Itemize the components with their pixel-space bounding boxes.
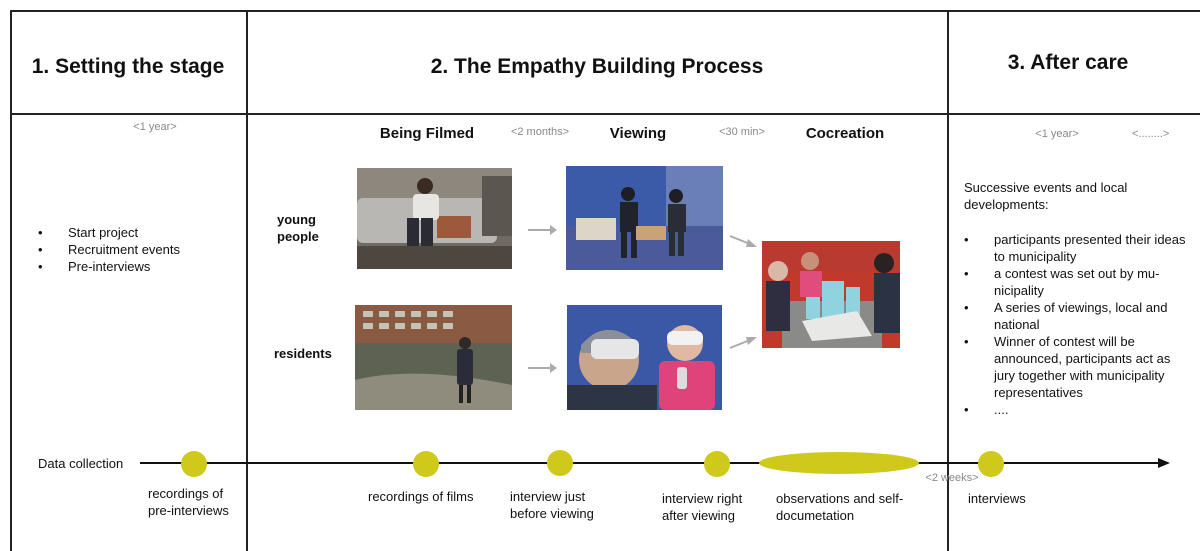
duration-aftercare: <1 year> xyxy=(1035,128,1079,140)
column-divider-2 xyxy=(947,10,949,551)
timeline-label-interviews: interviews xyxy=(968,491,1026,506)
timeline-label: Data collection xyxy=(38,456,124,471)
timeline-label-after-viewing: interview right after viewing xyxy=(662,491,743,523)
header-after-care: 3. After care xyxy=(1007,51,1129,74)
duration-viewing-to-cocreation: <30 min> xyxy=(719,126,765,138)
photo-young-person-filmed xyxy=(357,168,512,269)
setup-activity-list: Start project Recruitment events Pre-int… xyxy=(38,224,238,275)
list-item: A series of viewings, local and national xyxy=(964,299,1190,333)
list-item: participants presented their ideas to mu… xyxy=(964,231,1190,265)
column-divider-1 xyxy=(246,10,248,551)
list-item: Recruitment events xyxy=(38,241,238,258)
stage-being-filmed: Being Filmed xyxy=(379,125,475,142)
arrow-residents-viewing-to-cocreation xyxy=(729,337,757,349)
timeline-axis xyxy=(140,458,1170,468)
arrow-young-viewing-to-cocreation xyxy=(729,235,757,247)
list-item: .... xyxy=(964,401,1190,418)
timeline-label-before-viewing: interview just before viewing xyxy=(510,489,594,521)
row-label-residents: residents xyxy=(274,346,332,361)
duration-aftercare-ongoing: <........> xyxy=(1132,128,1170,140)
frame-top-line xyxy=(10,10,1200,12)
timeline-marker-pre-interviews xyxy=(181,451,207,477)
header-setting-the-stage: 1. Setting the stage xyxy=(31,55,225,78)
stage-cocreation: Cocreation xyxy=(805,125,885,142)
photo-cocreation xyxy=(762,241,900,348)
photo-resident-filmed xyxy=(355,305,512,410)
stage-viewing: Viewing xyxy=(609,125,667,142)
aftercare-intro: Successive events and local developments… xyxy=(964,180,1128,212)
timeline-label-pre-interviews: recordings of pre-interviews xyxy=(148,486,229,518)
list-item: Pre-interviews xyxy=(38,258,238,275)
duration-after-cocreation: <2 weeks> xyxy=(925,472,979,484)
list-item: Start project xyxy=(38,224,238,241)
photo-residents-viewing xyxy=(567,305,722,410)
timeline-label-cocreation: observations and self-documetation xyxy=(776,491,904,523)
timeline-marker-films xyxy=(413,451,439,477)
frame-left-line xyxy=(10,10,12,551)
timeline-marker-after-viewing xyxy=(704,451,730,477)
timeline-marker-before-viewing xyxy=(547,450,573,476)
arrow-residents-filmed-to-viewing xyxy=(528,363,557,373)
photo-young-people-viewing xyxy=(566,166,723,270)
timeline-marker-cocreation-span xyxy=(759,452,919,474)
header-divider-line xyxy=(10,113,1200,115)
header-empathy-building-process: 2. The Empathy Building Process xyxy=(430,55,764,78)
duration-filmed-to-viewing: <2 months> xyxy=(510,126,570,138)
timeline-marker-interviews xyxy=(978,451,1004,477)
duration-setup: <1 year> xyxy=(133,121,177,133)
row-label-young-people: young people xyxy=(277,212,319,244)
arrow-young-filmed-to-viewing xyxy=(528,225,557,235)
timeline-label-films: recordings of films xyxy=(368,489,474,504)
list-item: Winner of contest will be announced, par… xyxy=(964,333,1190,401)
list-item: a contest was set out by mu-nicipality xyxy=(964,265,1190,299)
aftercare-list: participants presented their ideas to mu… xyxy=(964,231,1190,418)
